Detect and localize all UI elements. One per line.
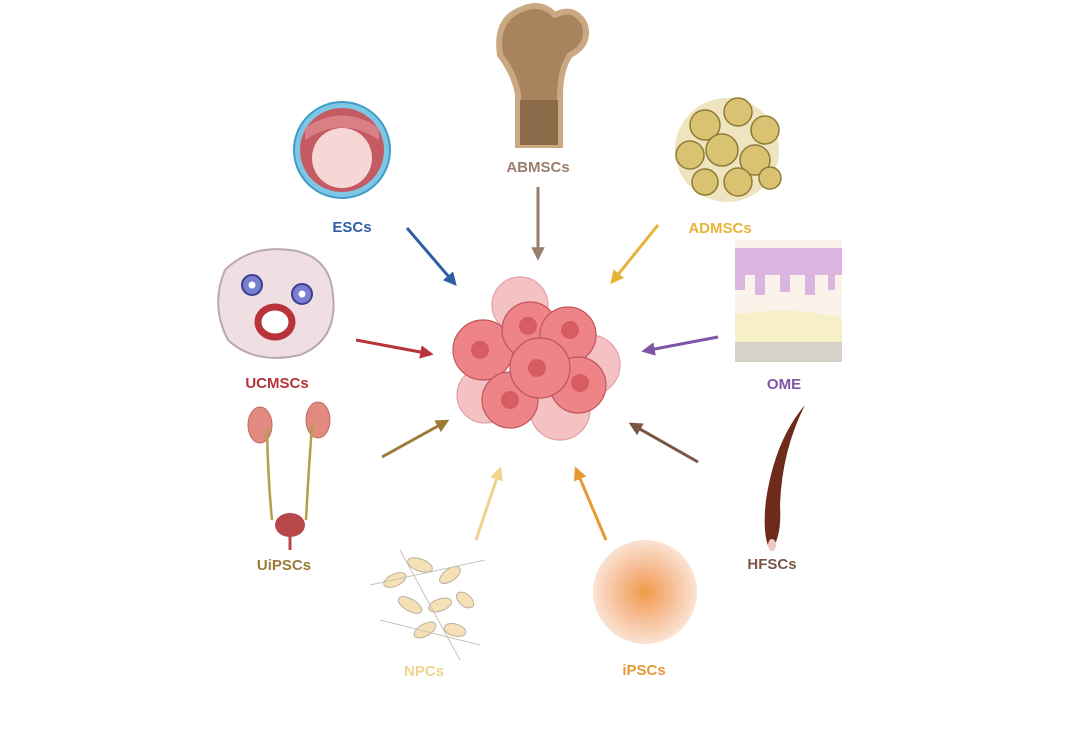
umbilical-cord-illustration [217,248,335,359]
arrow-hfscs [628,422,699,464]
bone-illustration [496,3,589,148]
adipocyte-cluster-illustration [675,97,782,202]
label-escs: ESCs [332,219,371,236]
label-admscs: ADMSCs [688,220,751,237]
label-ucmscs: UCMSCs [245,375,308,392]
target-cell-cluster [452,276,621,441]
label-uipscs: UiPSCs [257,557,311,574]
label-hfscs: HFSCs [747,556,796,573]
hair-follicle-illustration [764,405,805,551]
arrow-admscs [610,224,660,285]
label-abmscs: ABMSCs [506,159,569,176]
label-ome: OME [767,376,801,393]
arrow-npcs [474,466,503,541]
arrow-uipscs [381,419,450,459]
neural-progenitor-illustration [369,549,486,661]
arrow-escs [405,227,457,287]
arrow-ipscs [573,466,608,541]
label-ipscs: iPSCs [622,662,665,679]
ipsc-colony-illustration [593,540,697,644]
arrow-ucmscs [355,338,434,359]
mucosa-illustration [735,240,842,362]
urinary-tract-illustration [247,401,331,550]
arrow-ome [641,335,719,356]
arrows [355,187,719,541]
blastocyst-illustration [293,101,391,199]
label-npcs: NPCs [404,663,444,680]
